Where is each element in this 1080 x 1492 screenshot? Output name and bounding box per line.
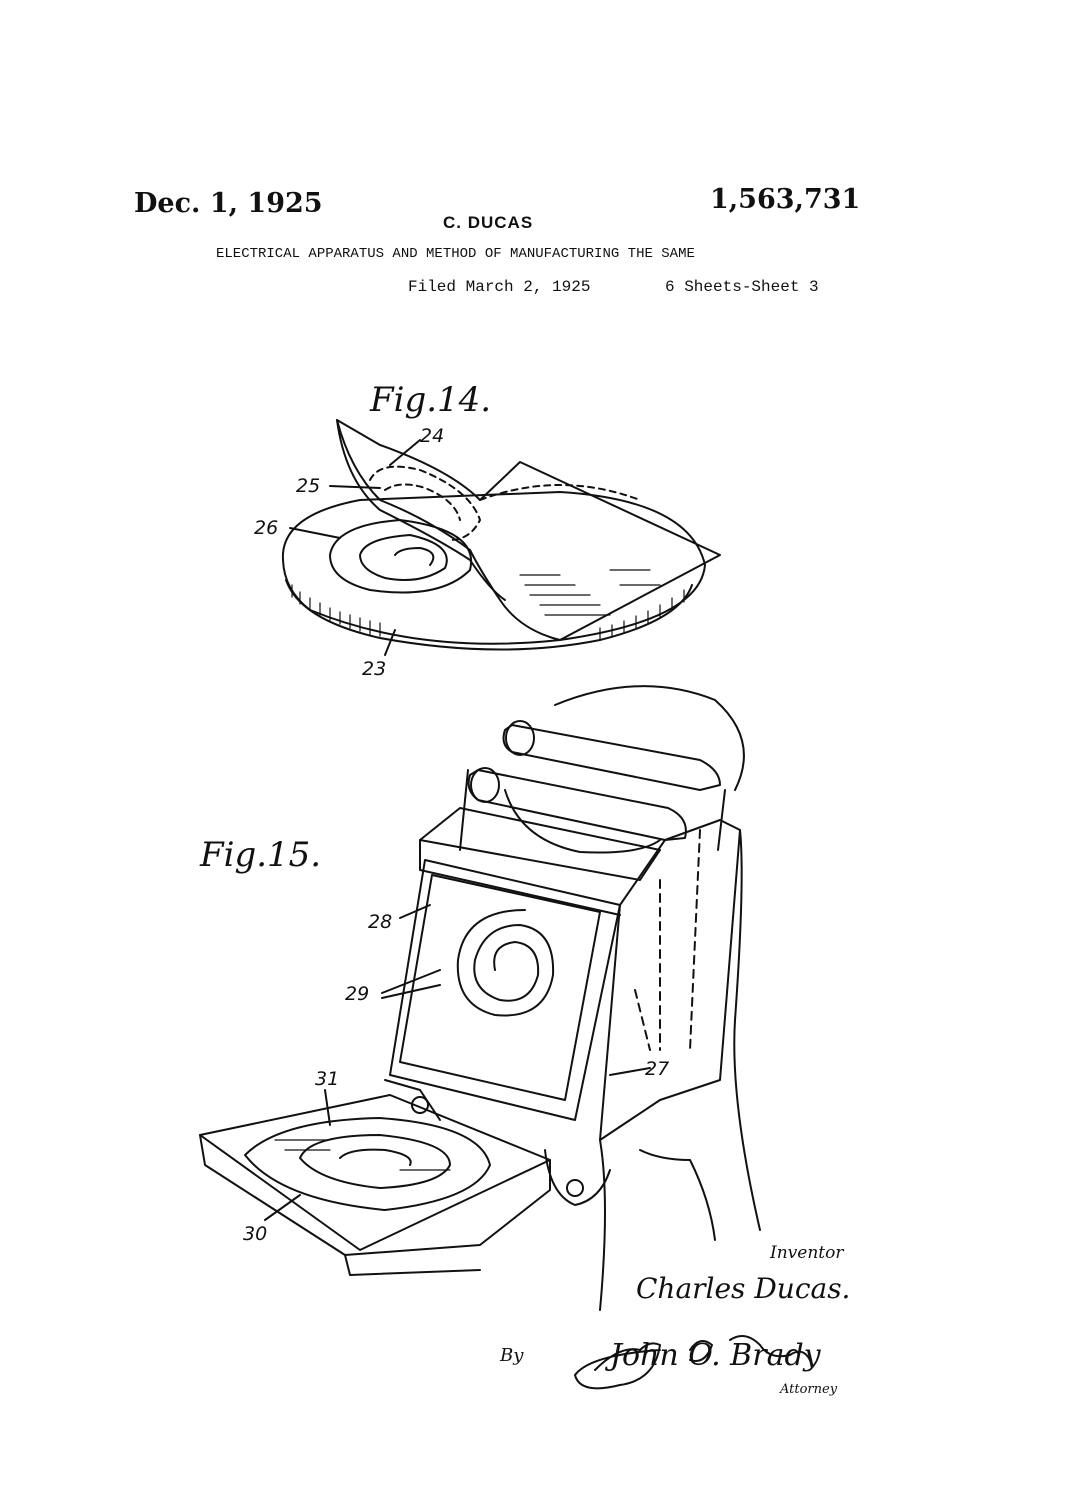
attorney-label: Attorney [780, 1382, 838, 1397]
fig14-label-24: 24 [420, 425, 444, 447]
filed-date: Filed March 2, 1925 [408, 278, 591, 296]
fig15-label-27: 27 [645, 1058, 669, 1080]
fig15-label-28: 28 [368, 911, 392, 933]
fig15-label-30: 30 [243, 1223, 267, 1245]
by-label: By [500, 1345, 524, 1366]
fig15-label-29: 29 [345, 983, 369, 1005]
inventor-caps: C. DUCAS [443, 213, 534, 232]
attorney-signature-graphic [574, 1335, 813, 1390]
attorney-name: John O. Brady [610, 1338, 821, 1373]
sheet-count: 6 Sheets-Sheet 3 [665, 278, 819, 296]
inventor-name: Charles Ducas. [636, 1272, 851, 1305]
fig15-caption: Fig.15. [200, 835, 322, 875]
fig15-label-31: 31 [315, 1068, 339, 1090]
fig14-caption: Fig.14. [370, 380, 492, 420]
fig14-label-23: 23 [362, 658, 386, 680]
patent-title: ELECTRICAL APPARATUS AND METHOD OF MANUF… [216, 246, 695, 262]
fig14-drawing [281, 419, 721, 656]
inventor-label: Inventor [770, 1243, 844, 1263]
fig15-drawing [199, 685, 761, 1311]
patent-number: 1,563,731 [710, 184, 861, 215]
fig14-label-25: 25 [296, 475, 320, 497]
patent-date: Dec. 1, 1925 [134, 188, 323, 219]
fig14-label-26: 26 [254, 517, 278, 539]
